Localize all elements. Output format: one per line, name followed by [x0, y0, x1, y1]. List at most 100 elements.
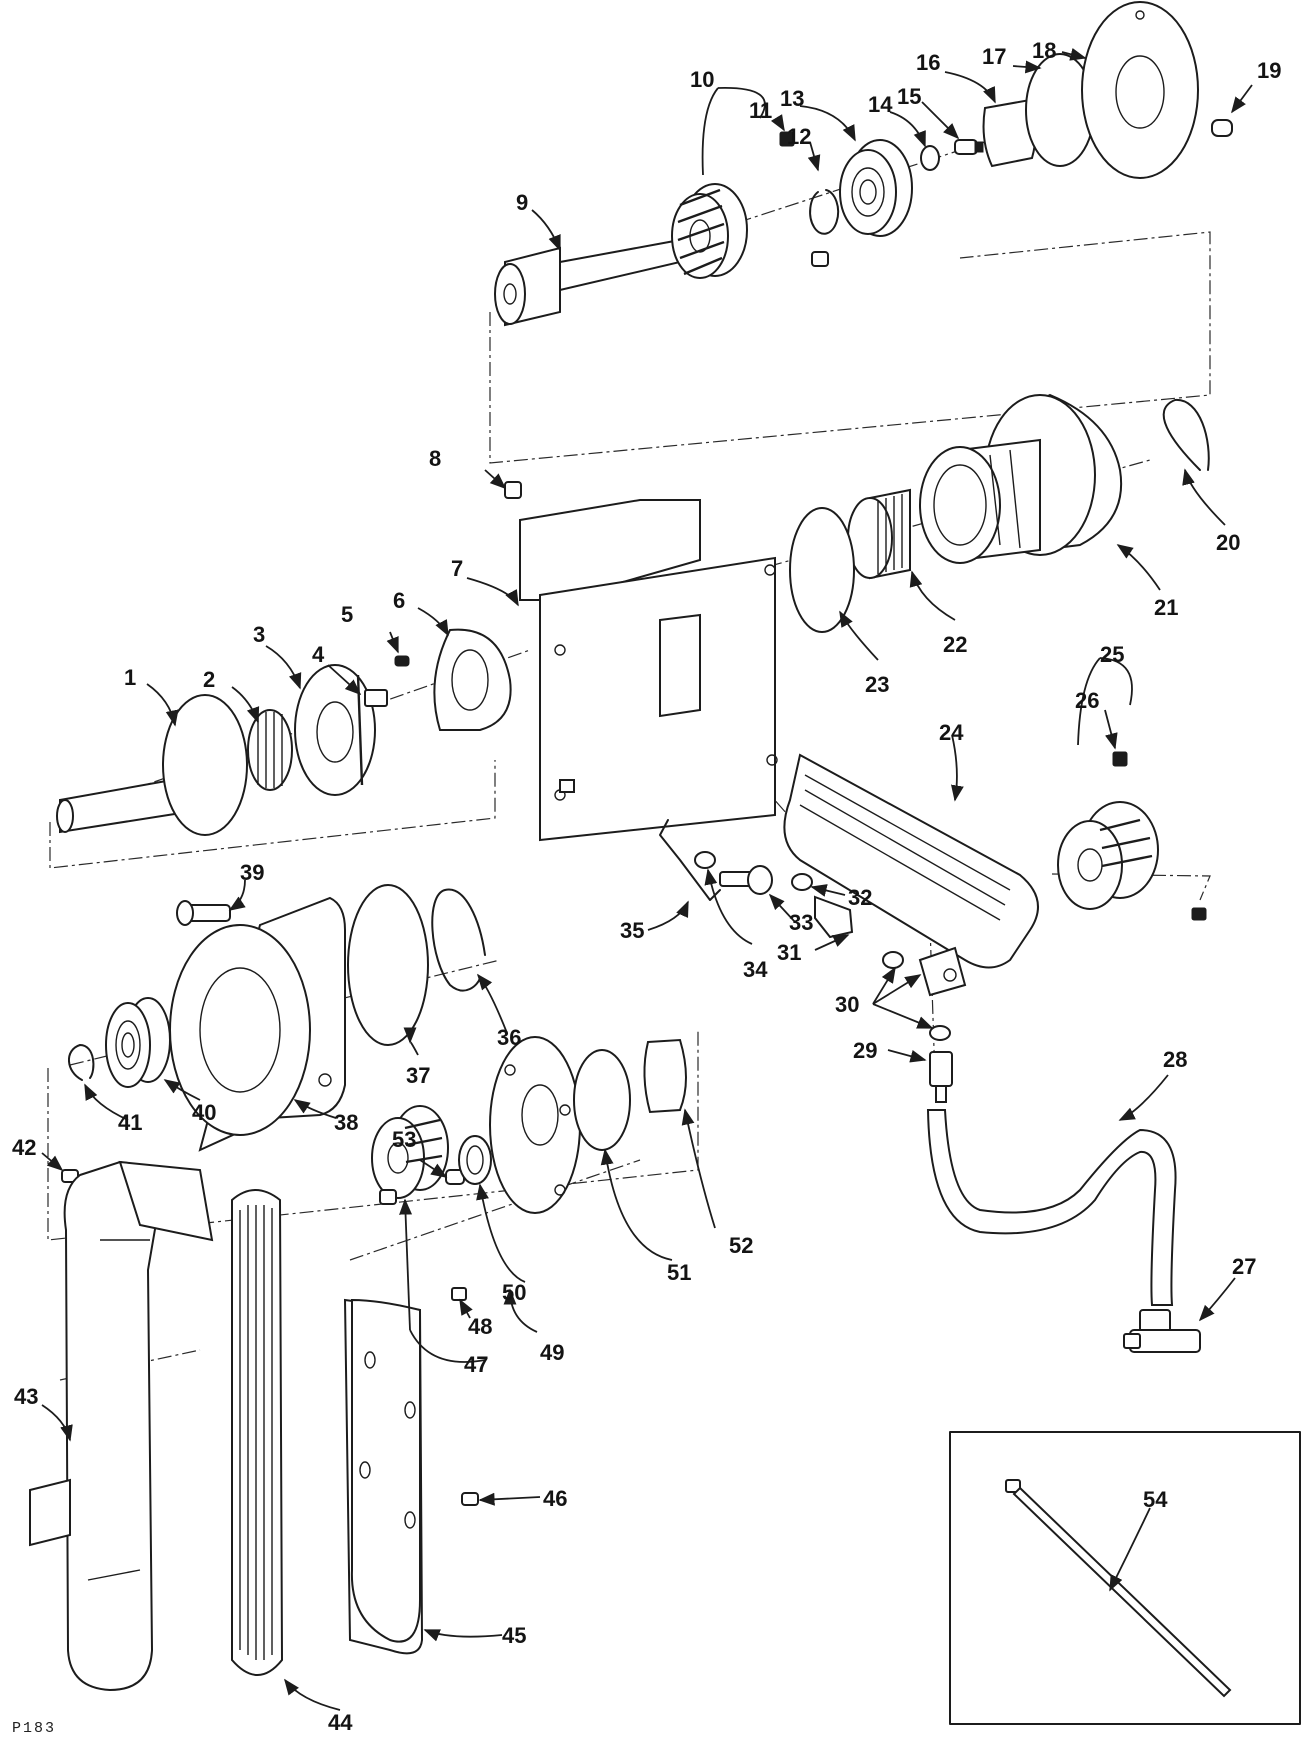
part-32-washer	[791, 873, 813, 891]
callout-2: 2	[203, 667, 215, 692]
inset-frame	[949, 1431, 1301, 1725]
part-25-pulley	[1057, 801, 1159, 910]
part-49-end-plate	[489, 1036, 581, 1214]
callout-39: 39	[240, 860, 264, 885]
part-15-screw	[954, 139, 984, 155]
part-36-retaining-ring	[431, 888, 486, 992]
part-18-cover-flange	[1081, 1, 1199, 179]
callout-40: 40	[192, 1100, 216, 1125]
callout-52: 52	[729, 1233, 753, 1258]
plate-number: P183	[12, 1720, 56, 1737]
callout-50: 50	[502, 1280, 526, 1305]
callout-42: 42	[12, 1135, 36, 1160]
callout-36: 36	[497, 1025, 521, 1050]
callout-16: 16	[916, 50, 940, 75]
part-21-housing	[919, 393, 1123, 564]
part-28-hose	[926, 1109, 1177, 1306]
part-12-retaining-ring	[809, 189, 840, 235]
part-20-retaining-ring	[1162, 398, 1210, 471]
callout-6: 6	[393, 588, 405, 613]
part-51-oring	[573, 1049, 631, 1151]
part-46-screw	[461, 1492, 479, 1506]
callout-46: 46	[543, 1486, 567, 1511]
callout-49: 49	[540, 1340, 564, 1365]
part-33-bolt	[719, 865, 773, 895]
part-27-tee-fitting	[1123, 1309, 1201, 1353]
part-10-gear	[671, 183, 748, 279]
part-19-screw	[1211, 119, 1233, 137]
callout-54: 54	[1143, 1487, 1168, 1512]
callout-15: 15	[897, 84, 921, 109]
callout-5: 5	[341, 602, 353, 627]
part-44-lower-timing-belt	[231, 1189, 284, 1676]
callout-11: 11	[749, 98, 772, 123]
part-3-ring-gear	[294, 664, 376, 796]
callout-4: 4	[312, 642, 325, 667]
callout-8: 8	[429, 446, 441, 471]
callout-20: 20	[1216, 530, 1240, 555]
callout-30: 30	[835, 992, 859, 1017]
callout-33: 33	[789, 910, 813, 935]
part-14-washer	[920, 145, 940, 171]
part-23-oring	[789, 507, 855, 633]
lower-group-frame	[47, 1028, 699, 1241]
part-5-screw	[394, 655, 410, 667]
callout-32: 32	[848, 885, 872, 910]
callout-12: 12	[787, 124, 811, 149]
middle-group-frame	[49, 760, 496, 869]
callout-21: 21	[1154, 595, 1178, 620]
part-1-drive-shaft	[56, 694, 248, 836]
lower-pulley-axis	[349, 1159, 641, 1261]
callout-9: 9	[516, 190, 528, 215]
callout-7: 7	[451, 556, 463, 581]
callout-31: 31	[777, 940, 801, 965]
leader-lines	[41, 48, 1253, 1711]
part-43-inner-belt-guard	[29, 1160, 214, 1692]
callout-19: 19	[1257, 58, 1281, 83]
part-30-tee-block	[918, 946, 967, 997]
part-31-adapter	[814, 895, 854, 939]
part-41-snap-ring	[68, 1044, 95, 1081]
callout-29: 29	[853, 1038, 877, 1063]
callout-48: 48	[468, 1314, 492, 1339]
part-34-washer	[694, 851, 716, 869]
belt-axis	[59, 1349, 201, 1381]
callout-labels: 1 2 3 4 5 6 7 8 9 10 11 12 13 14 15 16 1…	[12, 38, 1281, 1735]
part-48-setscrew	[451, 1287, 467, 1301]
part-22-needle-bearing	[847, 488, 911, 580]
callout-45: 45	[502, 1623, 526, 1648]
callout-41: 41	[118, 1110, 142, 1135]
part-26-setscrew	[1112, 751, 1128, 767]
part-52-lockplate	[643, 1038, 687, 1114]
callout-1: 1	[124, 665, 136, 690]
callout-34: 34	[743, 957, 768, 982]
callout-18: 18	[1032, 38, 1056, 63]
part-8-setscrew	[504, 481, 522, 499]
part-47-lower-pulley	[371, 1105, 449, 1205]
top-group-frame	[489, 231, 1211, 464]
callout-23: 23	[865, 672, 889, 697]
part-54-cable-tie	[1005, 1479, 1232, 1698]
part-24-timing-belt	[783, 753, 1039, 969]
callout-17: 17	[982, 44, 1006, 69]
callout-28: 28	[1163, 1047, 1187, 1072]
callout-38: 38	[334, 1110, 358, 1135]
part-40-ball-bearing	[105, 997, 171, 1088]
part-37-oring	[347, 884, 429, 1046]
callout-13: 13	[780, 86, 804, 111]
part-39-bolt	[176, 900, 231, 926]
callout-44: 44	[328, 1710, 353, 1735]
part-9-shaft	[494, 238, 681, 327]
part-30-washer	[882, 951, 904, 969]
part-7-mounting-plate	[519, 499, 778, 842]
callout-26: 26	[1075, 688, 1099, 713]
part-35-bracket	[659, 819, 721, 901]
callout-53: 53	[392, 1127, 416, 1152]
part-2-needle-bearing	[247, 709, 293, 791]
part-30-washer-lower	[929, 1025, 951, 1041]
callout-37: 37	[406, 1063, 430, 1088]
callout-14: 14	[868, 92, 893, 117]
callout-35: 35	[620, 918, 644, 943]
callout-22: 22	[943, 632, 967, 657]
part-13-bearing	[839, 139, 913, 237]
